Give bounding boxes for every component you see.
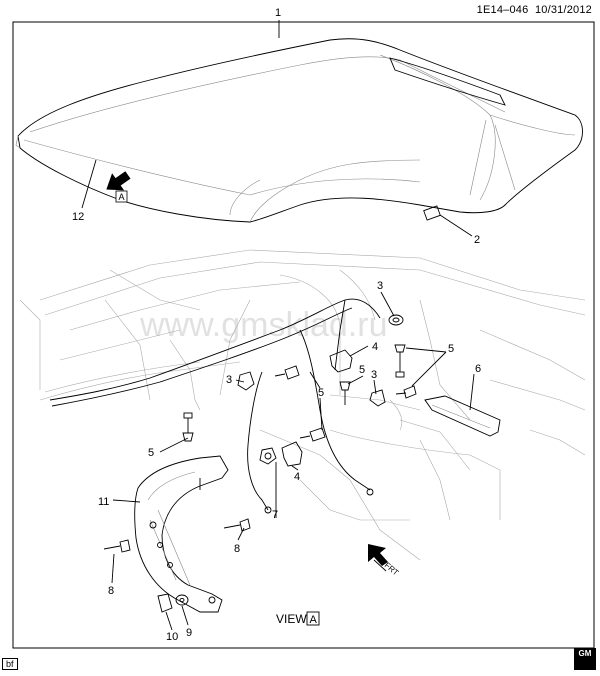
washer-part-9 [175,594,189,606]
callout-11: 11 [98,496,109,508]
rivets-part-5 [182,344,417,442]
frt-label: FRT [383,561,401,578]
callout-9: 9 [186,627,192,639]
corner-tag: bf [2,658,18,670]
callout-2: 2 [474,234,480,246]
screws-part-8 [103,518,251,553]
bracket-part-6 [424,395,501,437]
body-structure-background [19,249,586,561]
callout-8-right: 8 [234,543,240,555]
hinge-arm-part-11 [134,455,229,613]
callout-4-lower: 4 [294,471,300,483]
callout-5-right: 5 [448,343,454,355]
watermark-text: www.gmsklad.ru [139,306,388,344]
callout-4-upper: 4 [372,341,378,353]
bracket-part-4-upper [329,349,353,373]
view-label-text: VIEW [276,612,307,626]
roof-panel [15,38,583,223]
callout-8-left: 8 [108,585,114,597]
callout-5-mid: 5 [359,364,365,376]
clip-part-10 [157,593,173,613]
callout-3-mid: 3 [371,369,377,381]
callout-5-center: 5 [318,387,324,399]
callout-6: 6 [475,363,481,375]
callout-7: 7 [272,509,278,521]
bracket-part-4-lower [281,441,303,467]
callout-3-left: 3 [226,374,232,386]
release-cables [49,298,381,514]
doc-date: 10/31/2012 [534,4,592,16]
doc-id: 1E14–046 [476,4,529,16]
gm-logo: GM [574,648,596,670]
view-a-box-letter: A [119,192,125,202]
roof-clip-part-2 [423,205,441,221]
callout-5-left: 5 [148,447,154,459]
view-a-label: VIEW A [276,611,320,626]
callout-3-top: 3 [377,280,383,292]
clip-part-3 [237,314,404,407]
view-label-letter: A [310,614,318,626]
diagram-header: 1E14–046 10/31/2012 [477,4,592,16]
callout-1: 1 [275,7,281,19]
callout-10: 10 [166,631,178,643]
callout-12: 12 [72,211,84,223]
leader-lines [111,291,475,631]
view-a-arrow-upper: A [106,171,131,203]
front-direction-arrow: FRT [368,544,400,578]
diagram-frame [12,21,595,649]
